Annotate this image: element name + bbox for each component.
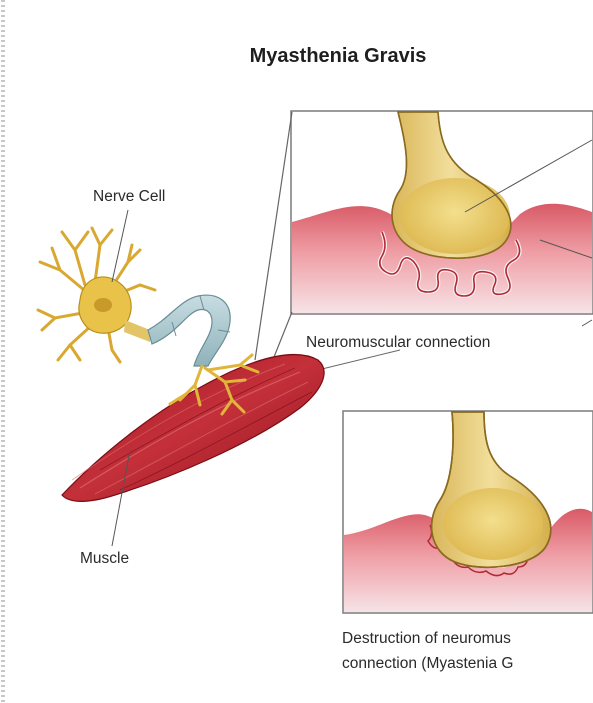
myelinated-axon <box>148 295 230 366</box>
nerve-cell-leader-line <box>112 210 128 282</box>
nerve-cell-label: Nerve Cell <box>93 188 165 205</box>
muscle-fiber <box>62 355 324 502</box>
neuromuscular-connection-label: Neuromuscular connection <box>306 334 490 351</box>
normal-junction-inset <box>291 111 593 314</box>
muscle-label: Muscle <box>80 550 129 567</box>
zoom-line-top <box>255 112 292 360</box>
nerve-cell <box>38 228 258 414</box>
destruction-label-line2: connection (Myastenia G <box>342 655 513 672</box>
diagram-title: Myasthenia Gravis <box>250 45 427 67</box>
destruction-label-line1: Destruction of neuromus <box>342 630 511 647</box>
damaged-junction-inset <box>343 411 593 613</box>
